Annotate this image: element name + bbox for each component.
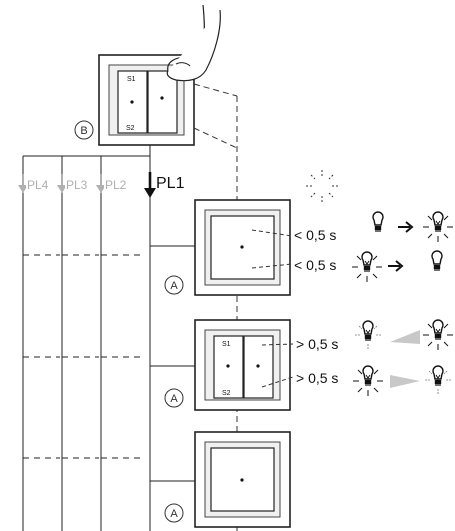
pl2-label: PL2 <box>105 178 127 192</box>
duration-label: < 0,5 s <box>294 257 336 273</box>
badge-a-1: A <box>164 275 184 295</box>
master-s2-label: S2 <box>126 125 135 132</box>
finger-icon <box>166 4 221 82</box>
duration-label: < 0,5 s <box>294 227 336 243</box>
pl1-arrow: PL1 <box>144 172 185 198</box>
pl4-label: PL4 <box>27 178 49 192</box>
svg-text:A: A <box>170 393 178 405</box>
duration-label: > 0,5 s <box>296 370 338 386</box>
bulb-off-icon <box>372 211 384 232</box>
pl1-label: PL1 <box>156 175 185 192</box>
bus-wiring <box>22 145 151 531</box>
bulb-dim-icon <box>425 365 451 394</box>
bulb-on-icon <box>423 211 453 242</box>
slave2-row-2: > 0,5 s <box>296 365 451 396</box>
master-rocker-right <box>147 70 178 134</box>
slave2-s1-label: S1 <box>222 341 231 348</box>
arrow-right-icon <box>388 260 404 272</box>
bulb-on-icon <box>423 319 453 350</box>
flash-icon <box>306 170 338 202</box>
svg-text:B: B <box>80 125 87 137</box>
pl3-label: PL3 <box>66 178 88 192</box>
slave2-s2-label: S2 <box>222 390 231 397</box>
pl-arrows-gray: PL4 PL3 PL2 <box>18 174 134 193</box>
arrow-right-icon <box>398 221 414 233</box>
slave1-row-2: < 0,5 s <box>294 250 443 282</box>
bulb-off-icon <box>431 250 443 271</box>
dim-down-wedge <box>390 375 420 388</box>
master-s1-label: S1 <box>127 76 136 83</box>
svg-text:A: A <box>170 280 178 292</box>
badge-a-3: A <box>164 503 184 523</box>
bulb-on-icon <box>352 251 382 282</box>
slave-switch-1: A <box>150 199 293 296</box>
badge-a-2: A <box>164 388 184 408</box>
bulb-on-icon <box>353 365 383 396</box>
dim-up-wedge <box>390 330 420 344</box>
badge-b: B <box>74 120 94 140</box>
slave1-row-1: < 0,5 s <box>294 211 453 243</box>
slave-switch-3: A <box>150 431 291 528</box>
svg-text:A: A <box>170 508 178 520</box>
bulb-dim-icon <box>355 320 381 349</box>
duration-label: > 0,5 s <box>296 336 338 352</box>
slave-switch-2: S1 S2 A <box>150 319 294 411</box>
slave2-row-1: > 0,5 s <box>296 319 453 352</box>
